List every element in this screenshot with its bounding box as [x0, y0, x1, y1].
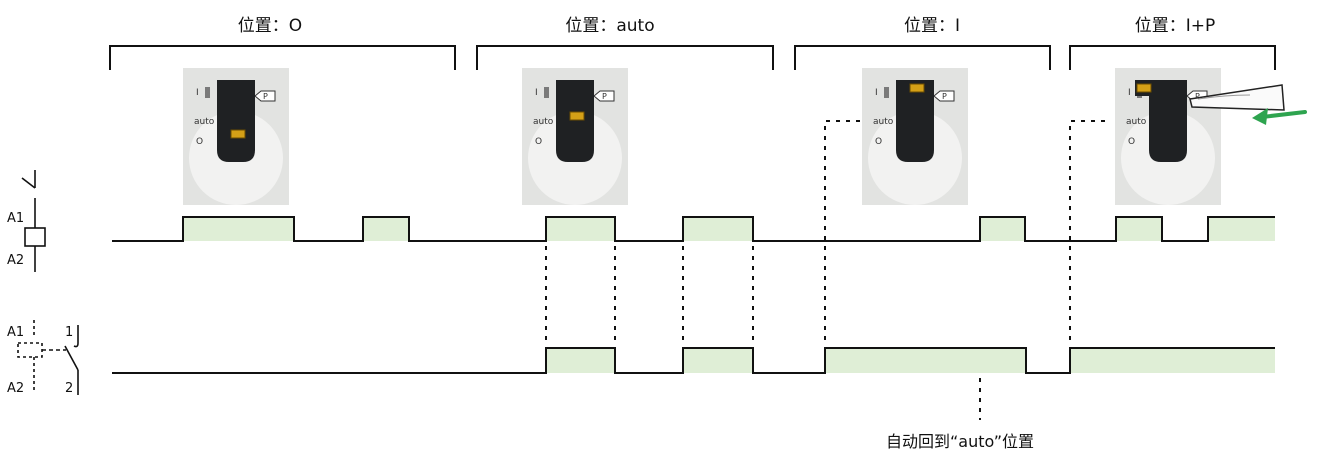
position-bracket-off [109, 45, 456, 70]
switch-mark-p: P [602, 92, 607, 101]
switch-slider [909, 83, 925, 93]
contact-state-trace [112, 347, 1275, 374]
coil-pulse [183, 217, 294, 241]
coil-pulse [363, 217, 409, 241]
switch-knob [217, 80, 255, 162]
contact-a1-label: A1 [7, 325, 24, 340]
switch-knob [896, 80, 934, 162]
auto-return-annotation: 自动回到“auto”位置 [886, 432, 1034, 451]
switch-mark-auto: auto [194, 117, 215, 127]
position-label-off: 位置：O [238, 16, 302, 36]
contact-pulse [683, 348, 753, 373]
switch-mark-p: P [942, 92, 947, 101]
position-bracket-on-permanent [1069, 45, 1276, 70]
coil-pulse [980, 217, 1025, 241]
coil-pulse [546, 217, 615, 241]
switch-mark-auto: auto [873, 117, 894, 127]
switch-mark-o: O [875, 137, 882, 147]
coil-pulse [1208, 217, 1275, 241]
contact-terminal-2-label: 2 [65, 381, 73, 396]
switch-knob [556, 80, 594, 162]
position-bracket-on [794, 45, 1051, 70]
coil-symbol [21, 170, 46, 272]
contact-symbol [17, 320, 79, 395]
position-label-auto: 位置：auto [565, 16, 654, 36]
switch-mark-o: O [535, 137, 542, 147]
switch-mark-i: I [196, 88, 199, 98]
switch-mark-auto: auto [1126, 117, 1147, 127]
position-label-on: 位置：I [904, 16, 960, 36]
switch-mark-i: I [1128, 88, 1131, 98]
contact-a2-label: A2 [7, 381, 24, 396]
switch-slider [569, 111, 585, 121]
position-label-on-permanent: 位置：I+P [1135, 16, 1216, 36]
coil-pulse [683, 217, 753, 241]
switch-slider [230, 129, 246, 139]
contact-pulse [546, 348, 615, 373]
coil-pulse [1116, 217, 1162, 241]
push-arrow-icon [1252, 108, 1307, 125]
coil-a1-label: A1 [7, 211, 24, 226]
switch-knob [1149, 80, 1187, 162]
switch-mark-p: P [263, 92, 268, 101]
contact-pulse [825, 348, 1026, 373]
switch-slider [1136, 83, 1152, 93]
coil-a2-label: A2 [7, 253, 24, 268]
pointer-tool [1189, 84, 1285, 111]
coil-signal-trace [112, 216, 1275, 242]
switch-mark-o: O [1128, 137, 1135, 147]
p-tag [933, 90, 955, 102]
p-tag [254, 90, 276, 102]
switch-mark-i: I [535, 88, 538, 98]
p-tag [593, 90, 615, 102]
contact-pulse [1070, 348, 1275, 373]
switch-mark-i: I [875, 88, 878, 98]
contact-terminal-1-label: 1 [65, 325, 73, 340]
switch-mark-auto: auto [533, 117, 554, 127]
switch-mark-o: O [196, 137, 203, 147]
dashed-guides [545, 120, 1105, 420]
position-bracket-auto [476, 45, 774, 70]
switch-mark-p: P [1195, 92, 1200, 101]
